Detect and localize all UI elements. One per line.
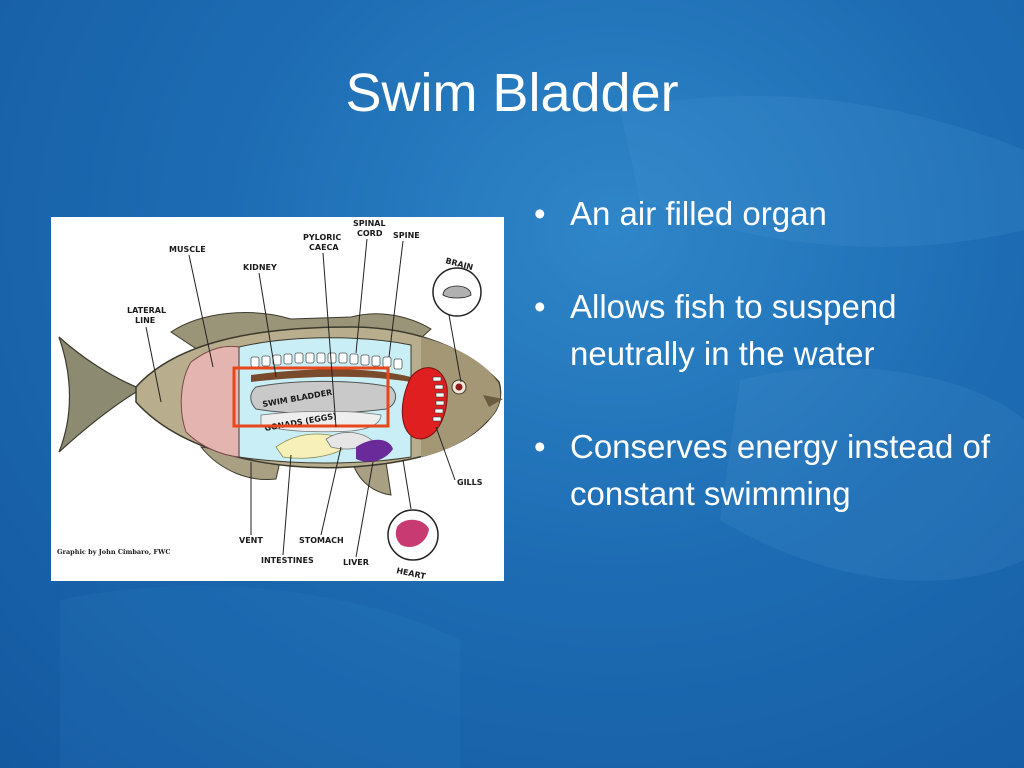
label-stomach: STOMACH [299, 536, 344, 545]
gills-leader [435, 426, 456, 481]
bullet-text: An air filled organ [570, 195, 827, 232]
label-vent: VENT [239, 536, 263, 545]
diagram-credit: Graphic by John Cimbaro, FWC [57, 548, 171, 556]
heart-leader [402, 459, 412, 510]
fish-anatomy-svg: SWIM BLADDER GONADS (EGGS) [57, 219, 503, 581]
kidney [251, 369, 411, 382]
muscle-region [180, 345, 240, 458]
bullet-glyph: • [534, 288, 546, 325]
label-heart: HEART [396, 566, 427, 581]
label-liver: LIVER [343, 558, 369, 567]
liver-leader [355, 461, 374, 558]
label-muscle: MUSCLE [169, 245, 206, 254]
label-pyloric: PYLORIC [303, 233, 341, 242]
bullet-glyph: • [534, 195, 546, 232]
swim-bladder [250, 380, 397, 414]
swim-bladder-highlight-box [232, 366, 390, 428]
spinal-cord-leader [355, 238, 368, 354]
fish-anatomy-diagram: SWIM BLADDER GONADS (EGGS) [51, 217, 504, 581]
bullet-text: Allows fish to suspend neutrally in the … [570, 288, 897, 372]
label-lateral: LATERAL [127, 306, 166, 315]
fish-pupil [455, 383, 463, 391]
muscle-leader [188, 254, 214, 368]
label-kidney: KIDNEY [243, 263, 277, 272]
fish-head [421, 337, 501, 457]
bullet-glyph: • [534, 428, 546, 465]
stomach-leader [320, 446, 342, 536]
brain-icon [442, 285, 472, 299]
heart-icon [395, 519, 429, 548]
spine-leader [388, 240, 404, 358]
intestines-leader [282, 454, 292, 556]
brain-leader [448, 314, 462, 383]
label-intestines: INTESTINES [261, 556, 314, 565]
spine-vertebrae [250, 352, 403, 370]
label-line: LINE [135, 316, 155, 325]
gill-arches [432, 376, 445, 422]
slide-title: Swim Bladder [345, 63, 679, 123]
label-caeca: CAECA [309, 243, 339, 252]
label-cord: CORD [357, 229, 383, 238]
lateral-line-leader [145, 326, 162, 403]
label-spinal: SPINAL [353, 219, 386, 228]
label-gills: GILLS [457, 478, 483, 487]
bullet-item: • Conserves energy instead of constant s… [534, 423, 1004, 517]
bullet-text: Conserves energy instead of constant swi… [570, 428, 991, 512]
fish-mouth [483, 395, 503, 407]
label-spine: SPINE [393, 231, 420, 240]
fish-tail [58, 336, 143, 453]
bullet-item: • Allows fish to suspend neutrally in th… [534, 283, 1004, 377]
pyloric-leader [322, 252, 337, 428]
bullet-item: • An air filled organ [534, 190, 1004, 237]
liver [356, 439, 393, 462]
kidney-leader [258, 272, 277, 378]
bullet-list: • An air filled organ • Allows fish to s… [534, 190, 1004, 563]
